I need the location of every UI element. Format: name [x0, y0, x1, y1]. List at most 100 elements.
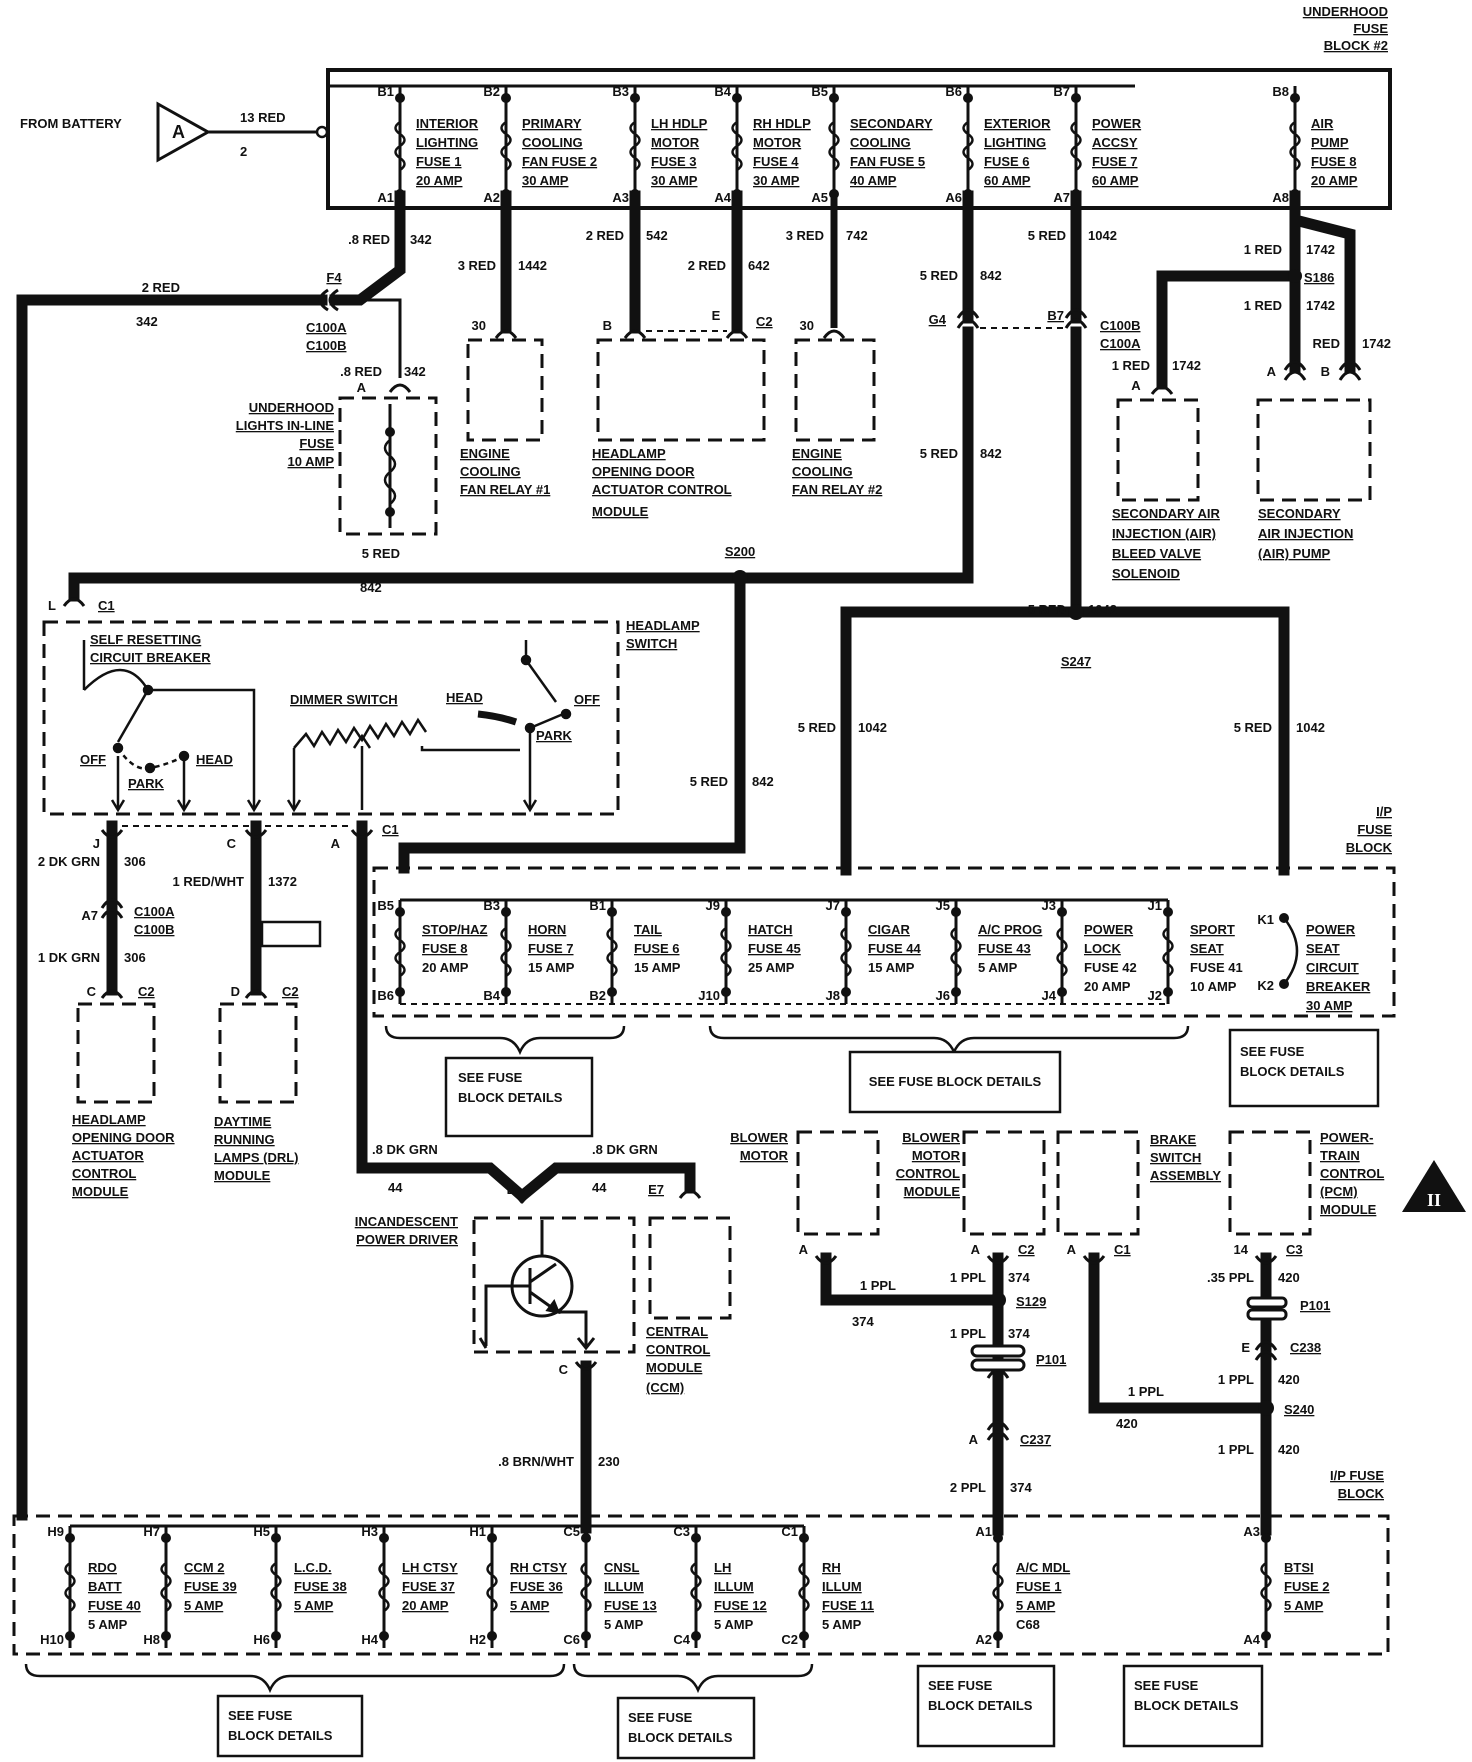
svg-text:LH HDLP: LH HDLP — [651, 116, 708, 131]
label-uh_fuse-l2: LIGHTS IN-LINE — [236, 418, 335, 433]
svg-text:H6: H6 — [253, 1632, 270, 1647]
svg-text:30 AMP: 30 AMP — [522, 173, 569, 188]
svg-text:B7: B7 — [1053, 84, 1070, 99]
wire-label-w44a: .8 DK GRN — [372, 1142, 438, 1157]
svg-text:30 AMP: 30 AMP — [651, 173, 698, 188]
svg-text:C1: C1 — [781, 1524, 798, 1539]
wire-label-w842d: 5 RED — [690, 774, 728, 789]
svg-text:A3: A3 — [1243, 1524, 1260, 1539]
svg-text:L.C.D.: L.C.D. — [294, 1560, 332, 1575]
svg-text:FUSE 39: FUSE 39 — [184, 1579, 237, 1594]
label-drl-l2: RUNNING — [214, 1132, 275, 1147]
svg-text:K2: K2 — [1257, 978, 1274, 993]
wire-label-n1042a: 1042 — [1088, 228, 1117, 243]
label-bmc-l4: MODULE — [904, 1184, 961, 1199]
svg-text:60 AMP: 60 AMP — [1092, 173, 1139, 188]
svg-text:5 AMP: 5 AMP — [294, 1598, 334, 1613]
svg-text:J9: J9 — [706, 898, 720, 913]
wire-label-w342c: .8 RED — [340, 364, 382, 379]
label-bs-l3: ASSEMBLY — [1150, 1168, 1221, 1183]
svg-text:CCM 2: CCM 2 — [184, 1560, 224, 1575]
see-fuse-0: SEE FUSE — [458, 1070, 523, 1085]
see-fuse-details-1: BLOCK DETAILS — [1240, 1064, 1345, 1079]
wires-fan-headlamp — [500, 190, 838, 334]
svg-text:HORN: HORN — [528, 922, 566, 937]
svg-text:J2: J2 — [1148, 988, 1162, 1003]
svg-text:FUSE 8: FUSE 8 — [1311, 154, 1357, 169]
connector-s240: S240 — [1284, 1402, 1314, 1417]
wire-label-n542: 542 — [646, 228, 668, 243]
svg-text:5 AMP: 5 AMP — [1016, 1598, 1056, 1613]
svg-text:LOCK: LOCK — [1084, 941, 1121, 956]
wire-label-n742: 742 — [846, 228, 868, 243]
svg-text:POWER: POWER — [1306, 922, 1356, 937]
svg-text:J4: J4 — [1042, 988, 1057, 1003]
label-ha2-l1: HEADLAMP — [72, 1112, 146, 1127]
svg-text:J8: J8 — [826, 988, 840, 1003]
wire-label-n1742c: 1742 — [1362, 336, 1391, 351]
svg-text:C6: C6 — [563, 1632, 580, 1647]
svg-text:C4: C4 — [673, 1632, 690, 1647]
svg-text:FUSE 2: FUSE 2 — [1284, 1579, 1330, 1594]
wire-label-w374c: 1 PPL — [950, 1326, 986, 1341]
svg-text:13 RED: 13 RED — [240, 110, 286, 125]
wire-label-n342c: 342 — [404, 364, 426, 379]
connector-e_c238: E — [1241, 1340, 1250, 1355]
svg-text:FUSE 11: FUSE 11 — [822, 1598, 874, 1613]
svg-text:FUSE 45: FUSE 45 — [748, 941, 801, 956]
svg-text:CNSL: CNSL — [604, 1560, 639, 1575]
connector-f4: F4 — [326, 270, 342, 285]
svg-text:40 AMP: 40 AMP — [850, 173, 897, 188]
svg-text:H7: H7 — [143, 1524, 160, 1539]
wire-label-w230: .8 BRN/WHT — [498, 1454, 574, 1469]
connector-b7: B7 — [1047, 308, 1064, 323]
label-fan2-l1: ENGINE — [792, 446, 842, 461]
connector-p101b: P101 — [1300, 1298, 1330, 1313]
label-pcm-l5: MODULE — [1320, 1202, 1377, 1217]
connector-c2a: C2 — [138, 984, 155, 999]
svg-text:H3: H3 — [361, 1524, 378, 1539]
svg-text:B8: B8 — [1272, 84, 1289, 99]
svg-text:FUSE 36: FUSE 36 — [510, 1579, 563, 1594]
wire-label-n642: 642 — [748, 258, 770, 273]
svg-text:HATCH: HATCH — [748, 922, 793, 937]
see-fuse-block-details: SEE FUSE BLOCK DETAILS — [869, 1074, 1042, 1089]
svg-text:20 AMP: 20 AMP — [422, 960, 469, 975]
svg-text:AIR: AIR — [1311, 116, 1334, 131]
label-bs-l1: BRAKE — [1150, 1132, 1197, 1147]
see-fuse-1: SEE FUSE — [1240, 1044, 1305, 1059]
wire-label-w44b: .8 DK GRN — [592, 1142, 658, 1157]
svg-text:FUSE 42: FUSE 42 — [1084, 960, 1137, 975]
svg-text:LH: LH — [714, 1560, 731, 1575]
label-ipd-l2: POWER DRIVER — [356, 1232, 458, 1247]
svg-text:FUSE 40: FUSE 40 — [88, 1598, 141, 1613]
svg-text:FUSE 7: FUSE 7 — [528, 941, 574, 956]
wire-label-w1742c: RED — [1313, 336, 1340, 351]
label-drl-l3: LAMPS (DRL) — [214, 1150, 299, 1165]
see-fuse-details-0: BLOCK DETAILS — [458, 1090, 563, 1105]
wire-label-w306a: 2 DK GRN — [38, 854, 100, 869]
connector-pB_sp: B — [1321, 364, 1330, 379]
wire-label-n1742a: 1742 — [1306, 242, 1335, 257]
svg-text:INTERIOR: INTERIOR — [416, 116, 479, 131]
wire-label-w420b: 1 PPL — [1128, 1384, 1164, 1399]
connector-c1_bs: C1 — [1114, 1242, 1131, 1257]
wire-420 — [1088, 1252, 1272, 1536]
svg-text:A8: A8 — [1272, 190, 1289, 205]
svg-text:A/C PROG: A/C PROG — [978, 922, 1042, 937]
see-fuse-details-2: BLOCK DETAILS — [228, 1728, 333, 1743]
connector-a_bs: A — [1067, 1242, 1077, 1257]
svg-text:COOLING: COOLING — [850, 135, 911, 150]
label-ccm-l1: CENTRAL — [646, 1324, 708, 1339]
wire-label-n374c: 374 — [1008, 1326, 1030, 1341]
wire-label-w1372: 1 RED/WHT — [173, 874, 245, 889]
svg-text:5 AMP: 5 AMP — [714, 1617, 754, 1632]
svg-text:20 AMP: 20 AMP — [416, 173, 463, 188]
connector-l: L — [48, 598, 56, 613]
